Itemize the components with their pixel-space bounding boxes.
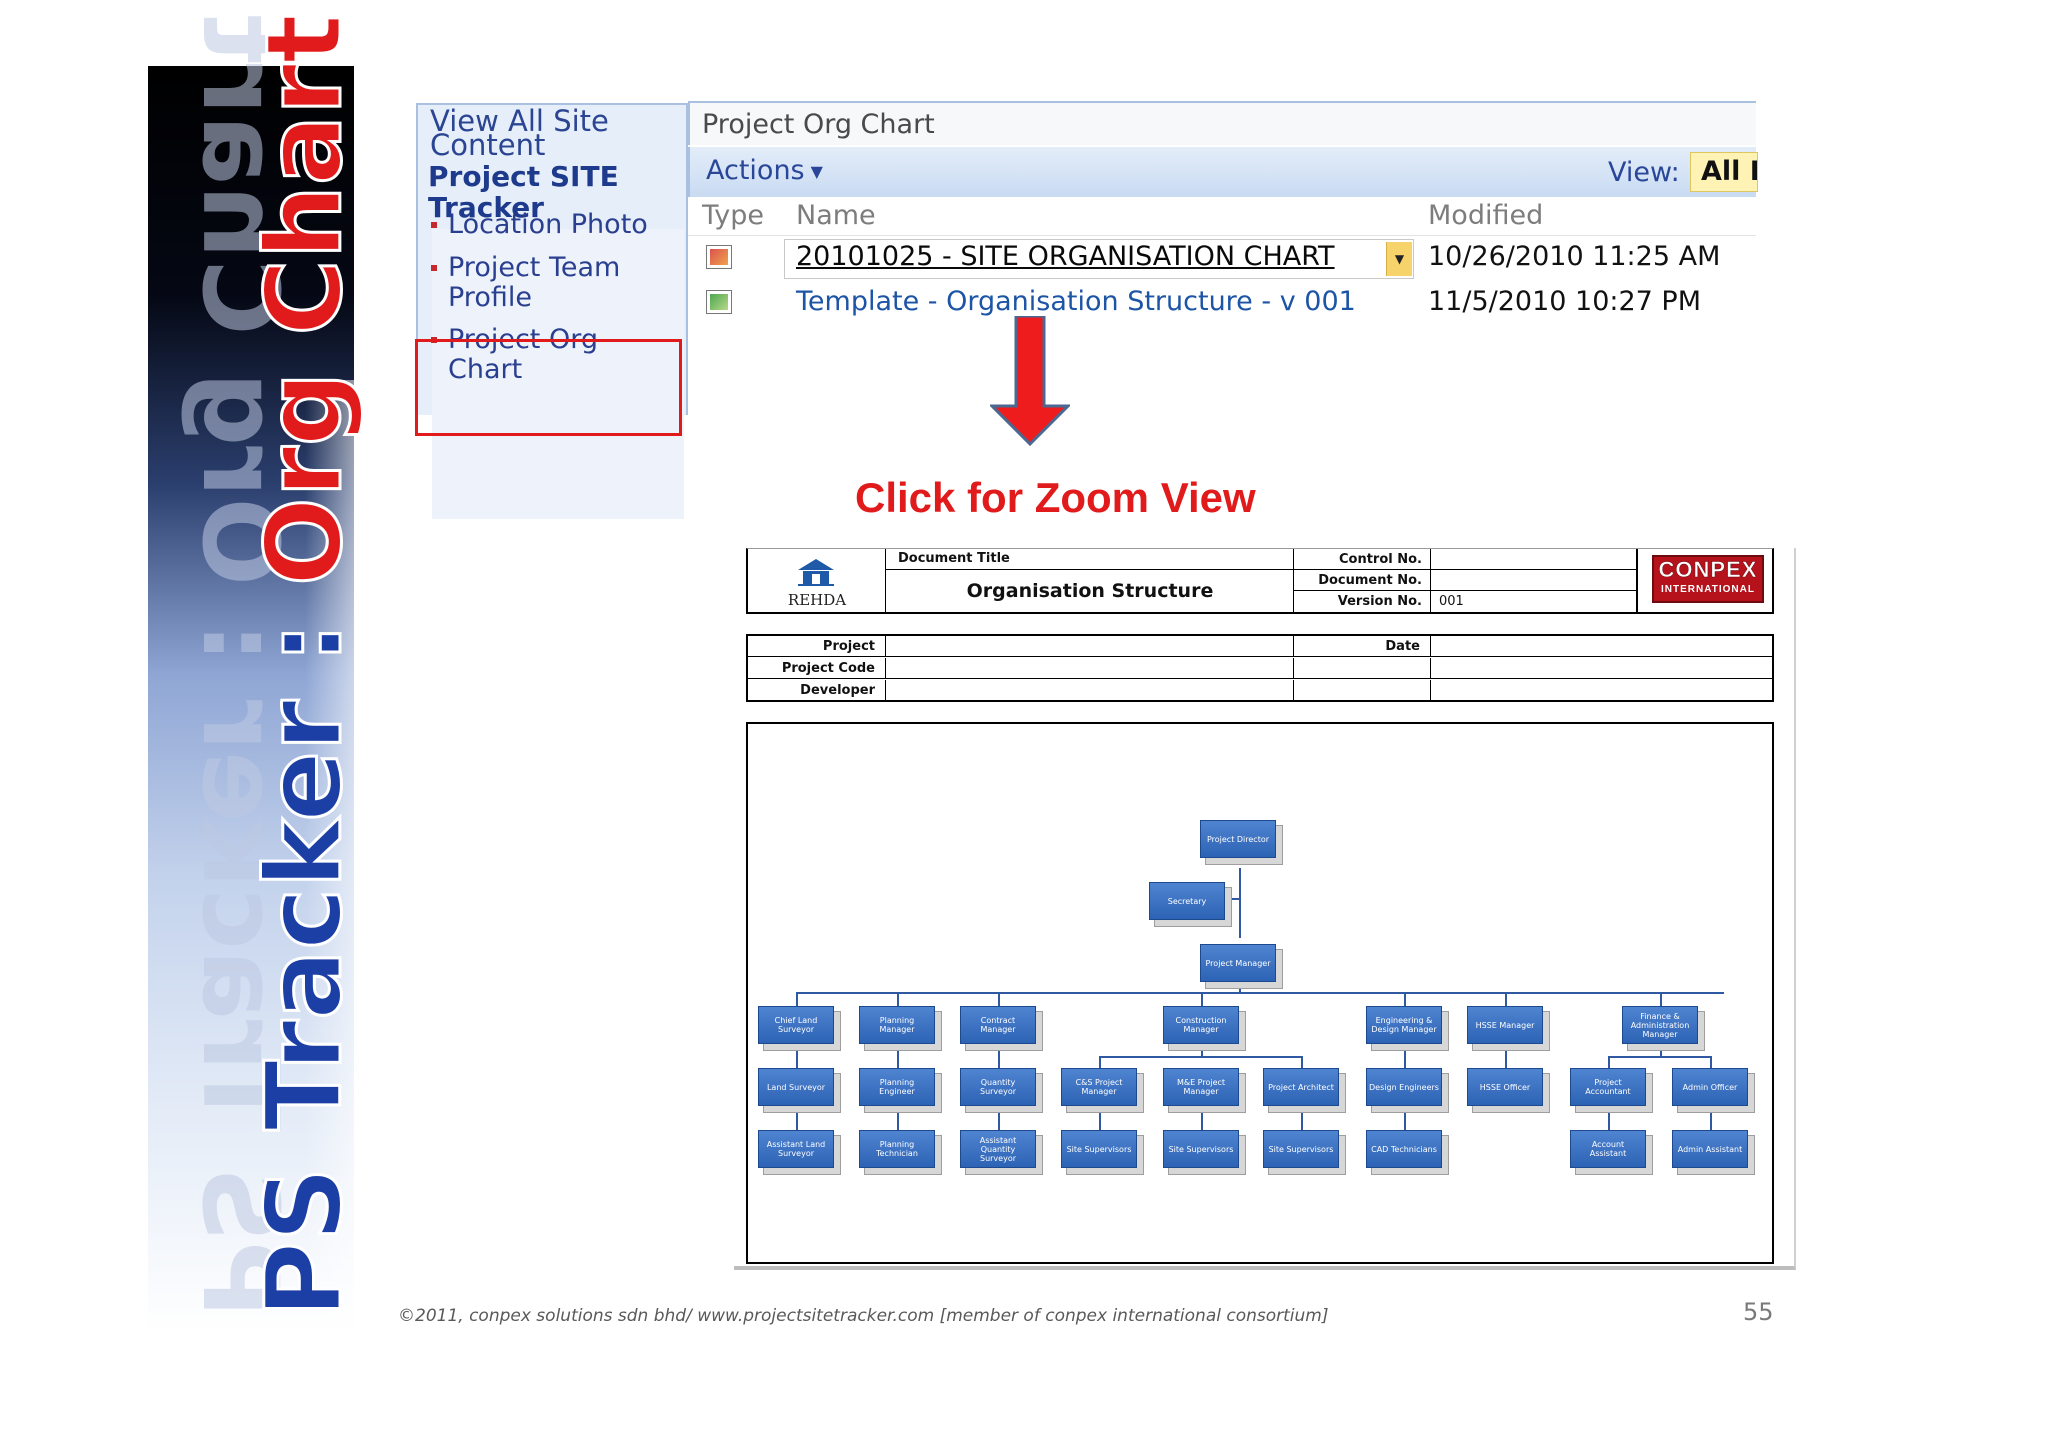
slide-title-app: PS Tracker : [242,585,367,1320]
org-chart-frame: Project Director Secretary Project Manag… [746,722,1774,1264]
org-node-hsse-officer: HSSE Officer [1467,1068,1543,1106]
org-node-project-architect: Project Architect [1263,1068,1339,1106]
header-divider [688,235,1756,236]
info-row-project-code: Project Code [748,658,1772,679]
quick-launch-heading-project-site-tracker[interactable]: Project SITE Tracker [428,160,619,224]
dropdown-caret-icon: ▼ [810,162,823,181]
rehda-logo-icon [798,559,834,586]
org-node-project-manager: Project Manager [1200,944,1276,982]
item-menu-chevron-down-icon[interactable]: ▼ [1386,242,1412,276]
slide-footer: ©2011, conpex solutions sdn bhd/ www.pro… [398,1306,1329,1326]
org-node-assistant-quantity-surveyor: Assistant Quantity Surveyor [960,1130,1036,1168]
org-node-cs-project-manager: C&S Project Manager [1061,1068,1137,1106]
slide-title: PS Tracker : Org Chart [242,12,367,1319]
org-node-finance-administration-manager: Finance & Administration Manager [1622,1006,1698,1044]
modified-date: 11/5/2010 10:27 PM [1428,286,1701,317]
conpex-international-logo: CONPEX INTERNATIONAL [1652,555,1764,603]
info-row-project: Project Date [748,636,1772,657]
meta-row-control-no: Control No. [1294,549,1638,570]
column-header-modified[interactable]: Modified [1428,200,1544,231]
org-node-me-project-manager: M&E Project Manager [1163,1068,1239,1106]
rehda-logo-cell: REHDA [748,549,886,613]
quick-launch-nav: View All Site Content Project SITE Track… [416,103,688,519]
org-node-account-assistant: Account Assistant [1570,1130,1646,1168]
document-meta-cell: Control No. Document No. Version No. 001 [1294,549,1638,613]
down-arrow-icon [990,316,1070,446]
document-title-label: Document Title [898,551,1010,566]
column-header-type[interactable]: Type [702,200,765,231]
rehda-logo-text: REHDA [787,591,847,609]
org-node-quantity-surveyor: Quantity Surveyor [960,1068,1036,1106]
org-node-assistant-land-surveyor: Assistant Land Surveyor [758,1130,834,1168]
org-node-design-engineers: Design Engineers [1366,1068,1442,1106]
org-chart-document-preview[interactable]: REHDA Document Title Organisation Struct… [734,548,1796,1270]
quick-launch-sublist [432,229,684,519]
nav-item-project-team-profile[interactable]: Project Team Profile [428,253,668,313]
actions-menu[interactable]: Actions ▼ [706,155,823,186]
org-node-project-director: Project Director [1200,820,1276,858]
excel-file-icon [706,290,732,314]
view-selector[interactable]: All Documents [1690,152,1758,192]
org-node-engineering-design-manager: Engineering & Design Manager [1366,1006,1442,1044]
zoom-view-callout: Click for Zoom View [855,474,1256,521]
highlight-box-project-org-chart [415,339,682,436]
org-node-planning-manager: Planning Manager [859,1006,935,1044]
column-header-name[interactable]: Name [796,200,876,231]
org-node-secretary: Secretary [1149,882,1225,920]
document-header-table: REHDA Document Title Organisation Struct… [746,548,1774,614]
org-node-cad-technicians: CAD Technicians [1366,1130,1442,1168]
actions-label: Actions [706,155,805,186]
org-node-site-supervisors: Site Supervisors [1163,1130,1239,1168]
document-title: Organisation Structure [966,580,1214,602]
page-number: 55 [1743,1298,1774,1326]
powerpoint-file-icon [706,245,732,269]
org-node-planning-technician: Planning Technician [859,1130,935,1168]
document-link[interactable]: Template - Organisation Structure - v 00… [796,286,1356,317]
document-title-cell: Document Title Organisation Structure [886,549,1294,613]
org-node-contract-manager: Contract Manager [960,1006,1036,1044]
org-node-chief-land-surveyor: Chief Land Surveyor [758,1006,834,1044]
info-row-developer: Developer [748,680,1772,701]
modified-date: 10/26/2010 11:25 AM [1428,241,1721,272]
slide-title-topic: Org Chart [242,12,367,587]
webpart-title[interactable]: Project Org Chart [688,101,1756,145]
org-node-admin-assistant: Admin Assistant [1672,1130,1748,1168]
meta-row-document-no: Document No. [1294,570,1638,591]
banner-reflection [305,380,355,1330]
selected-row-frame [784,239,1414,279]
list-item[interactable]: 20101025 - SITE ORGANISATION CHART ▼ 10/… [688,237,1756,281]
org-node-site-supervisors: Site Supervisors [1263,1130,1339,1168]
document-link[interactable]: 20101025 - SITE ORGANISATION CHART [796,241,1335,272]
view-label: View: [1608,157,1680,188]
meta-row-version-no: Version No. 001 [1294,591,1638,612]
org-node-site-supervisors: Site Supervisors [1061,1130,1137,1168]
library-toolbar: Actions ▼ View: All Documents [688,147,1758,197]
org-node-hsse-manager: HSSE Manager [1467,1006,1543,1044]
org-node-admin-officer: Admin Officer [1672,1068,1748,1106]
list-item[interactable]: Template - Organisation Structure - v 00… [688,282,1756,326]
org-node-project-accountant: Project Accountant [1570,1068,1646,1106]
org-node-planning-engineer: Planning Engineer [859,1068,935,1106]
view-all-site-content-link[interactable]: View All Site Content [430,104,609,162]
document-library-webpart: Project Org Chart Actions ▼ View: All Doc… [688,101,1758,321]
nav-item-location-photo[interactable]: Location Photo [428,210,668,240]
org-node-land-surveyor: Land Surveyor [758,1068,834,1106]
project-info-table: Project Date Project Code Developer [746,634,1774,702]
org-node-construction-manager: Construction Manager [1163,1006,1239,1044]
